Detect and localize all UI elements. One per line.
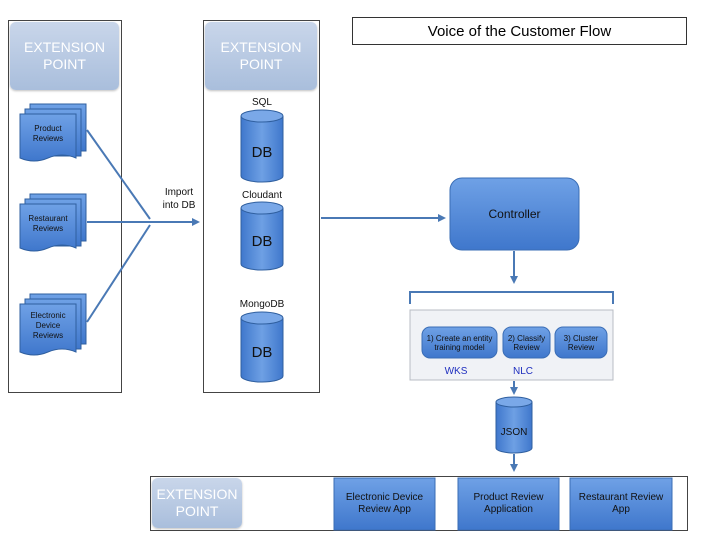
db-name-cloudant: Cloudant [241,190,283,201]
app-label-electronic: Electronic Device Review App [345,492,424,515]
db-name-sql: SQL [251,97,272,108]
step-1-label: 1) Create an entity training model [426,333,493,352]
service-label-nlc: NLC [512,366,533,377]
app-label-product: Product Review Application [473,492,544,515]
controller-label: Controller [488,207,541,221]
controller-box [449,177,580,251]
app-label-restaurant: Restaurant Review App [578,492,664,515]
db-name-mongodb: MongoDB [239,299,285,310]
app-box-product [457,477,560,531]
step-2-box [502,326,551,359]
extension-point-apps: EXTENSION POINT [152,478,242,528]
app-box-restaurant [569,477,673,531]
document-stack-restaurant [19,193,87,252]
source-label-product: Product Reviews [32,124,64,143]
db-cylinder-sql [240,109,284,183]
db-cylinder-cloudant [240,201,284,271]
db-label-mongodb: DB [251,343,273,361]
import-label: Import into DB [162,187,196,211]
extension-point-databases: EXTENSION POINT [205,22,317,90]
db-label-sql: DB [251,143,273,161]
extension-point-sources: EXTENSION POINT [10,22,119,90]
diagram-title-text: Voice of the Customer Flow [427,22,612,40]
service-label-wks: WKS [444,366,468,377]
step-2-label: 2) Classify Review [507,333,546,352]
bracket [409,291,614,304]
diagram-title: Voice of the Customer Flow [352,17,687,45]
db-cylinder-mongodb [240,311,284,383]
source-label-electronic: Electronic Device Reviews [30,311,66,340]
document-stack-electronic [19,293,87,356]
step-3-label: 3) Cluster Review [563,333,599,352]
arrow-product-import [86,129,151,220]
document-stack-product [19,103,87,162]
db-label-cloudant: DB [251,232,273,250]
step-3-box [554,326,608,359]
json-label: JSON [500,426,528,438]
app-box-electronic [333,477,436,531]
source-label-restaurant: Restaurant Reviews [28,214,68,233]
json-cylinder [495,396,533,454]
arrow-electronic-import [86,224,151,323]
step-1-box [421,326,498,359]
